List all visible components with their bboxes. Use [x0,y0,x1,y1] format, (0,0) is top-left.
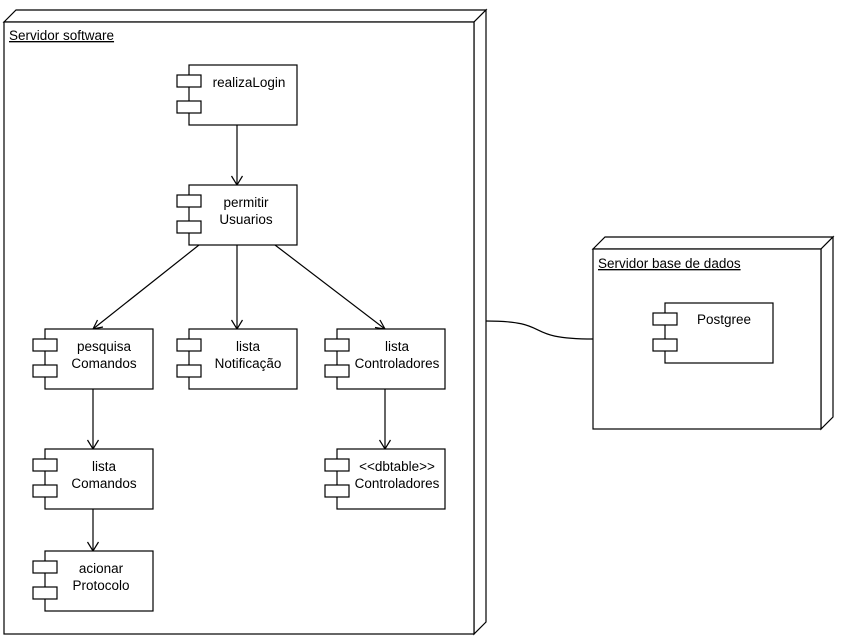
component-label: Comandos [71,476,137,491]
component-pesquisa-comandos: pesquisa Comandos [32,328,154,390]
svg-text:<<dbtable>>: <<dbtable>> [359,459,435,474]
component-label: lista [92,459,116,474]
component-label: acionar [79,561,124,576]
component-realiza-login: realizaLogin [176,64,298,126]
node-title-servidor-base-de-dados: Servidor base de dados [598,256,741,271]
svg-text:Protocolo: Protocolo [72,578,129,593]
node-connection [485,320,594,340]
component-label: lista [385,339,409,354]
svg-text:permitir: permitir [223,195,269,210]
component-lista-controladores: lista Controladores [324,328,446,390]
svg-text:realizaLogin: realizaLogin [213,75,286,90]
node-title-servidor-software: Servidor software [9,28,114,43]
edge-permitir-to-pesquisa [92,244,200,330]
component-label: Postgree [697,312,751,327]
component-label: permitir [223,195,269,210]
component-label: pesquisa [77,339,132,354]
svg-text:lista: lista [236,339,260,354]
component-lista-notificacao: lista Notificação [176,328,298,390]
edges [86,125,392,553]
svg-text:Notificação: Notificação [215,356,282,371]
component-dbtable-controladores: <<dbtable>> Controladores [324,448,446,510]
svg-text:lista: lista [92,459,116,474]
component-label: lista [236,339,260,354]
svg-text:acionar: acionar [79,561,124,576]
component-postgree: Postgree [652,302,774,364]
svg-text:Controladores: Controladores [355,356,440,371]
component-label: Comandos [71,356,137,371]
component-acionar-protocolo: acionar Protocolo [32,550,154,612]
component-lista-comandos: lista Comandos [32,448,154,510]
component-stereotype: <<dbtable>> [359,459,435,474]
svg-text:Usuarios: Usuarios [219,212,273,227]
component-label: Notificação [215,356,282,371]
svg-text:Postgree: Postgree [697,312,751,327]
component-label: Controladores [355,356,440,371]
component-permitir-usuarios: permitir Usuarios [176,184,298,246]
svg-text:Controladores: Controladores [355,476,440,491]
component-label: Controladores [355,476,440,491]
svg-text:lista: lista [385,339,409,354]
component-label: Usuarios [219,212,273,227]
svg-text:pesquisa: pesquisa [77,339,132,354]
component-label: Protocolo [72,578,129,593]
edge-permitir-to-controladores [274,244,386,330]
svg-text:Comandos: Comandos [71,476,137,491]
svg-text:Comandos: Comandos [71,356,137,371]
component-label: realizaLogin [213,75,286,90]
